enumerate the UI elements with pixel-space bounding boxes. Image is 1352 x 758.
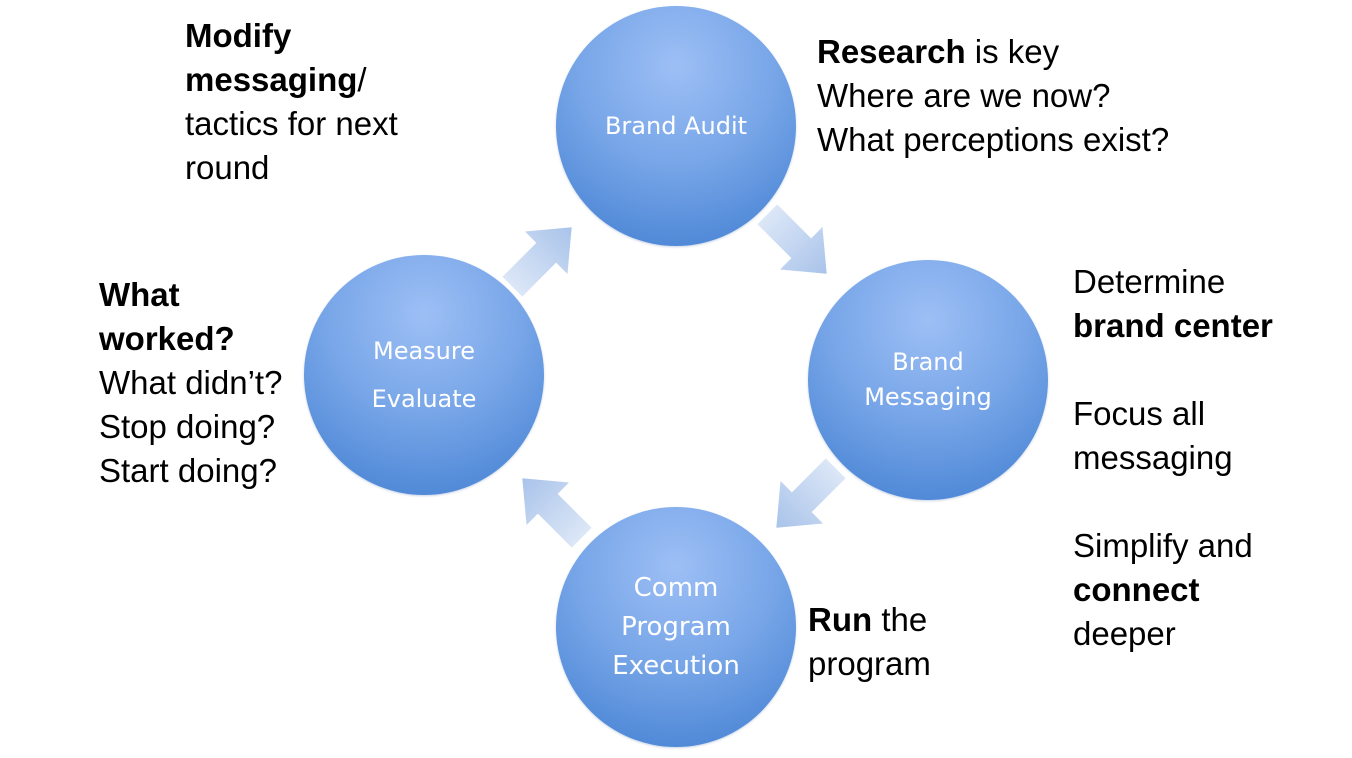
arrow-messaging-to-execution-icon [776, 458, 846, 528]
note-text: deeper [1073, 615, 1176, 652]
note-bold-text: connect [1073, 571, 1200, 608]
note-text: Focus all [1073, 395, 1206, 432]
note-text: the [872, 601, 928, 638]
node-label: Brand [892, 348, 964, 377]
node-label: Program [621, 611, 731, 642]
note-text: What didn’t? [99, 364, 283, 401]
note-text: / [357, 61, 367, 98]
note-text: What perceptions exist? [817, 121, 1170, 158]
arrow-evaluate-to-audit-icon [502, 227, 572, 297]
execution-note: Run the program [808, 598, 931, 686]
arrow-audit-to-messaging-icon [757, 204, 827, 274]
messaging-note: Determine brand center Focus all messagi… [1073, 260, 1273, 656]
node-label: Measure [373, 337, 475, 365]
modify-note: Modify messaging/ tactics for next round [185, 14, 398, 190]
note-text: Stop doing? [99, 408, 276, 445]
note-bold-text: brand center [1073, 307, 1273, 344]
note-text: Start doing? [99, 452, 277, 489]
brand-messaging-node: Brand Messaging [808, 260, 1048, 500]
node-label: Comm [633, 572, 719, 603]
note-bold-text: Run [808, 601, 873, 638]
arrow-execution-to-evaluate-icon [522, 478, 592, 548]
note-text: round [185, 149, 270, 186]
note-text: program [808, 645, 931, 682]
measure-evaluate-node: Measure Evaluate [304, 255, 544, 495]
audit-note: Research is key Where are we now? What p… [817, 30, 1169, 162]
note-text: tactics for next [185, 105, 398, 142]
note-text: Simplify and [1073, 527, 1253, 564]
note-bold-text: worked? [99, 320, 235, 357]
node-label: Messaging [864, 383, 992, 411]
node-label: Brand Audit [604, 111, 748, 140]
comm-program-execution-node: Comm Program Execution [556, 507, 796, 747]
note-bold-text: What [99, 276, 180, 313]
note-text: messaging [1073, 439, 1233, 476]
node-label: Execution [612, 650, 740, 681]
note-text: Where are we now? [817, 77, 1111, 114]
note-bold-text: messaging [185, 61, 358, 98]
brand-audit-node: Brand Audit [556, 6, 796, 246]
node-label: Evaluate [371, 385, 477, 413]
note-bold-text: Research [817, 33, 966, 70]
note-text: is key [965, 33, 1060, 70]
note-text: Determine [1073, 263, 1226, 300]
evaluate-note: What worked? What didn’t? Stop doing? St… [99, 273, 282, 493]
note-bold-text: Modify [185, 17, 292, 54]
